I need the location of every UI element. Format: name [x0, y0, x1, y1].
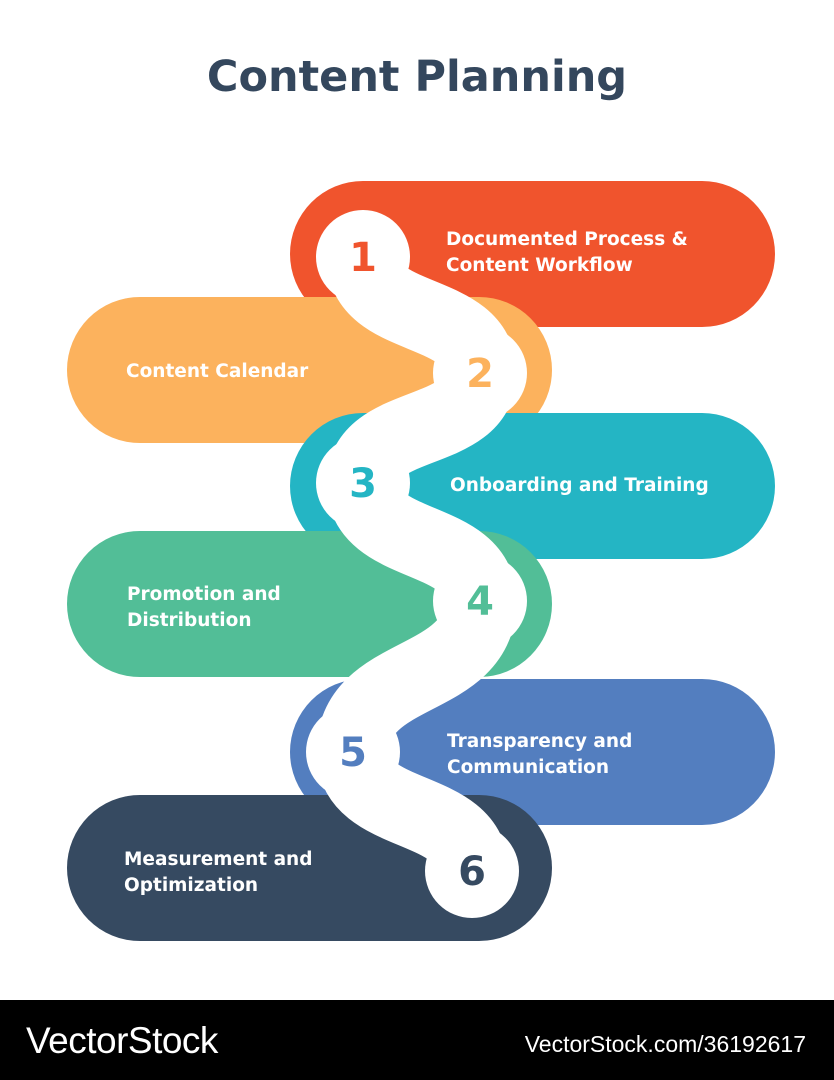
step-label-line2: Communication: [447, 757, 609, 778]
step-3-circle: [316, 436, 410, 530]
step-label-line2: Optimization: [124, 875, 258, 896]
watermark-bar: [0, 1000, 834, 1080]
watermark-brand: VectorStock: [26, 1020, 218, 1061]
step-5-circle: [306, 705, 400, 799]
step-3-number: 3: [349, 461, 377, 507]
step-2-label: Content Calendar: [126, 361, 309, 382]
step-1-circle: [316, 210, 410, 304]
step-1-label: Documented Process & Content Workflow: [446, 229, 688, 276]
step-label-line1: Onboarding and Training: [450, 475, 709, 496]
step-label-line1: Measurement and: [124, 849, 312, 870]
step-2-circle: [433, 326, 527, 420]
step-label-line1: Documented Process &: [446, 229, 688, 250]
step-label-line2: Distribution: [127, 610, 252, 631]
page-title: Content Planning: [206, 52, 628, 102]
step-label-line2: Content Workflow: [446, 255, 633, 276]
step-4-number: 4: [466, 579, 494, 625]
step-1-number: 1: [349, 235, 377, 281]
step-2-number: 2: [466, 351, 494, 397]
step-label-line1: Transparency and: [447, 731, 632, 752]
step-3-label: Onboarding and Training: [450, 475, 709, 496]
watermark-url: VectorStock.com/36192617: [524, 1031, 806, 1057]
step-5-number: 5: [339, 730, 367, 776]
step-6-number: 6: [458, 849, 486, 895]
step-6-circle: [425, 824, 519, 918]
step-4-circle: [433, 554, 527, 648]
step-label-line1: Promotion and: [127, 584, 281, 605]
step-label-line1: Content Calendar: [126, 361, 309, 382]
